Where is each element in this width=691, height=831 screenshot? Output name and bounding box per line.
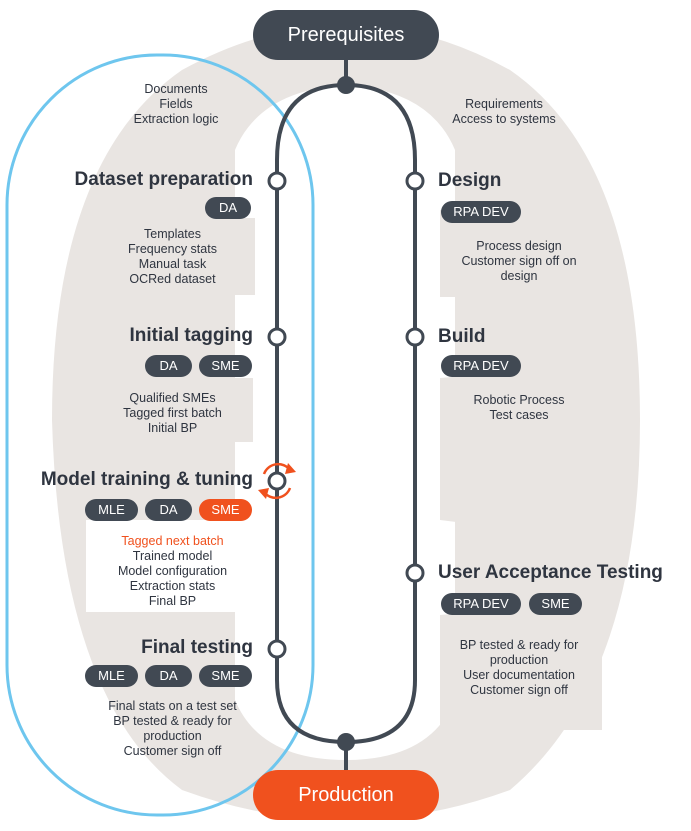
station-design[interactable] [405, 171, 425, 191]
role-badge-highlighted: SME [199, 499, 252, 521]
production-node[interactable]: Production [253, 770, 439, 820]
stage-notes: BP tested & ready for production User do… [445, 638, 593, 698]
note-line: Process design [476, 239, 562, 253]
panel-design [440, 210, 600, 297]
stage-title-build: Build [438, 326, 486, 347]
note-line: Final stats on a test set [108, 699, 237, 713]
note-line: Manual task [138, 257, 207, 271]
role-badge: MLE [85, 499, 138, 521]
note-line: OCRed dataset [129, 272, 216, 286]
note-line: Customer sign off [123, 744, 222, 758]
panel-dataset [93, 207, 255, 295]
station-final-testing[interactable] [267, 639, 287, 659]
role-badge: DA [205, 197, 251, 219]
refresh-cycle-icon [258, 462, 296, 500]
panel-build [440, 365, 602, 540]
prerequisites-node[interactable]: Prerequisites [253, 10, 439, 60]
panel-initial-tagging [91, 365, 253, 442]
role-badge: DA [145, 499, 192, 521]
note-line: Customer sign off on [461, 254, 577, 268]
note-line: Requirements [465, 97, 543, 111]
role-badge: DA [145, 355, 192, 377]
stage-notes: Qualified SMEs Tagged first batch Initia… [95, 391, 250, 436]
stage-notes: Tagged next batch Trained model Model co… [95, 534, 250, 609]
prerequisites-left-notes: Documents Fields Extraction logic [120, 82, 232, 127]
ml-group-outline [5, 53, 315, 817]
track-bottom-junction [337, 733, 355, 751]
stage-notes: Robotic Process Test cases [445, 393, 593, 423]
station-model-training[interactable] [267, 471, 287, 491]
station-build[interactable] [405, 327, 425, 347]
note-line: User documentation [463, 668, 575, 682]
note-line: Trained model [132, 549, 213, 563]
track-loop [275, 82, 417, 745]
note-line: Access to systems [452, 112, 556, 126]
role-badge: SME [529, 593, 582, 615]
note-line-highlighted: Tagged next batch [121, 534, 224, 548]
note-line: production [489, 653, 549, 667]
stage-title-model-training: Model training & tuning [40, 469, 253, 490]
role-badge: DA [145, 665, 192, 687]
role-badge: SME [199, 355, 252, 377]
note-line: Frequency stats [128, 242, 217, 256]
role-badge: RPA DEV [441, 593, 521, 615]
role-badge: MLE [85, 665, 138, 687]
track-top-junction [337, 76, 355, 94]
note-line: Qualified SMEs [129, 391, 216, 405]
note-line: Initial BP [147, 421, 198, 435]
role-badge: RPA DEV [441, 355, 521, 377]
note-line: Fields [159, 97, 193, 111]
role-badge: RPA DEV [441, 201, 521, 223]
note-line: Robotic Process [473, 393, 565, 407]
station-dataset-preparation[interactable] [267, 171, 287, 191]
stage-title-uat: User Acceptance Testing [438, 562, 663, 583]
note-line: Templates [144, 227, 201, 241]
stage-notes: Process design Customer sign off on desi… [445, 239, 593, 284]
note-line: BP tested & ready for [459, 638, 579, 652]
stage-notes: Final stats on a test set BP tested & re… [90, 699, 255, 759]
note-line: Tagged first batch [123, 406, 222, 420]
panel-uat [440, 600, 602, 730]
note-line: Final BP [148, 594, 197, 608]
note-line: design [500, 269, 538, 283]
stage-title-initial-tagging: Initial tagging [129, 325, 254, 346]
note-line: Customer sign off [470, 683, 568, 697]
stage-title-dataset-preparation: Dataset preparation [74, 169, 253, 190]
prerequisites-right-notes: Requirements Access to systems [440, 97, 568, 127]
note-line: Documents [144, 82, 208, 96]
panel-model-training [86, 520, 256, 612]
stage-title-final-testing: Final testing [141, 637, 253, 658]
note-line: Model configuration [117, 564, 228, 578]
stage-notes: Templates Frequency stats Manual task OC… [100, 227, 245, 287]
stage-title-design: Design [438, 170, 502, 191]
note-line: BP tested & ready for [113, 714, 232, 728]
station-initial-tagging[interactable] [267, 327, 287, 347]
station-uat[interactable] [405, 563, 425, 583]
role-badge: SME [199, 665, 252, 687]
note-line: Extraction stats [129, 579, 216, 593]
note-line: Extraction logic [133, 112, 219, 126]
note-line: Test cases [489, 408, 549, 422]
note-line: production [143, 729, 202, 743]
